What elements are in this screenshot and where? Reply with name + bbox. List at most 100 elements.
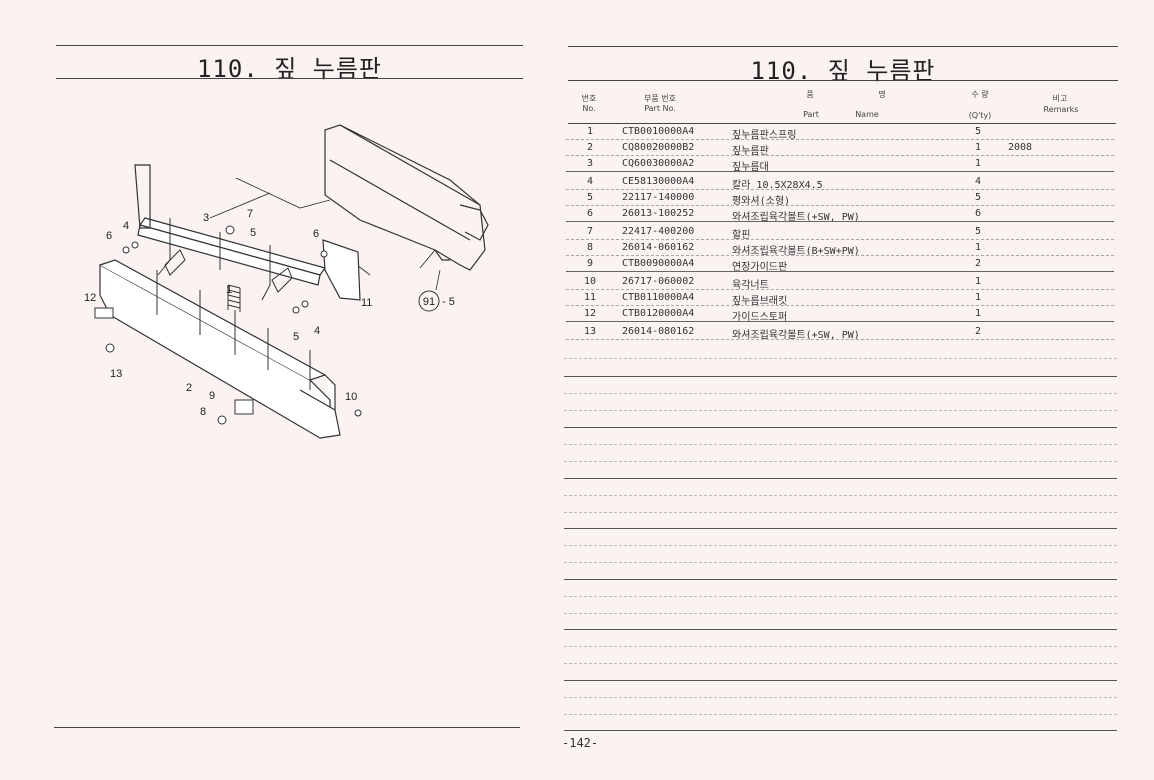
spring [227,284,241,312]
row-name: 와셔조립육각볼트(B+SW+PW) [732,246,860,257]
row-name: 육각너트 [732,280,769,291]
row-no: 13 [583,326,597,337]
row-name: 칼라 10.5X28X4.5 [732,180,823,191]
table-row: 8 26014-060162 와셔조립육각볼트(B+SW+PW) 1 [560,240,1154,257]
header-remarks-ko: 비고 [1052,94,1068,103]
label-10: 10 [345,391,357,403]
exploded-parts-diagram: 91 - 5 1 2 3 4 5 6 7 8 9 10 11 12 13 4 5… [84,124,489,439]
lower-bar [99,259,341,439]
row-qty: 5 [974,226,982,237]
row-no: 1 [586,126,594,137]
row-name: 연장가이드판 [732,262,788,273]
table-row: 1 CTB0010000A4 짚누름판스프링 5 [560,124,1154,141]
row-name: 할핀 [732,230,751,241]
label-1: 1 [226,284,232,296]
title-rule-top [568,46,1118,47]
label-11: 11 [361,297,372,309]
row-part-no: 22117-140000 [622,192,695,203]
row-qty: 6 [974,208,982,219]
row-no: 10 [583,276,597,287]
row-qty: 2 [974,326,982,337]
right-page: 110. 짚 누름판 번호 No. 부품 번호 Part No. 품 명 Par… [560,0,1154,780]
row-qty: 1 [974,242,982,253]
label-6b: 6 [313,228,319,240]
upper-bar [134,164,361,301]
row-no: 11 [583,292,597,303]
table-row: 11 CTB0110000A4 짚누름브래킷 1 [560,290,1154,307]
rear-plate-outline [324,124,489,271]
row-remarks: 2008 [1008,142,1033,153]
row-part-no: 26013-100252 [622,208,695,219]
header-name-en-1: Part [803,110,819,119]
table-row: 4 CE58130000A4 칼라 10.5X28X4.5 4 [560,174,1154,191]
svg-text:91: 91 [423,296,435,308]
row-no: 12 [583,308,597,319]
table-row: 12 CTB0120000A4 가이드스토퍼 1 [560,306,1154,323]
header-no-ko: 번호 [581,94,597,103]
row-name: 짚누름브래킷 [732,296,788,307]
row-no: 8 [586,242,594,253]
row-part-no: CE58130000A4 [622,176,695,187]
label-8: 8 [200,406,206,418]
header-remarks-en: Remarks [1043,105,1079,114]
row-name: 짚누름판 [732,146,769,157]
svg-text:- 5: - 5 [442,296,455,308]
left-page: 110. 짚 누름판 [0,0,560,780]
row-qty: 1 [974,158,982,169]
row-name: 평와셔(소형) [732,196,791,207]
row-name: 짚누름판스프링 [732,130,797,141]
row-part-no: 22417-400200 [622,226,695,237]
header-no-en: No. [582,104,596,113]
row-part-no: CTB0110000A4 [622,292,695,303]
part-labels: 1 2 3 4 5 6 7 8 9 10 11 12 13 4 5 6 [84,208,372,418]
header-qty-en: (Q'ty) [968,111,992,120]
row-qty: 1 [974,276,982,287]
table-row: 2 CQ80020000B2 짚누름판 1 2008 [560,140,1154,157]
label-3: 3 [203,212,209,224]
row-no: 7 [586,226,594,237]
header-qty-ko: 수 량 [971,90,989,99]
row-name: 가이드스토퍼 [732,312,788,323]
label-2: 2 [186,382,192,394]
label-4b: 4 [314,325,320,337]
label-4: 4 [123,220,129,232]
header-name-ko-1: 품 [806,90,814,99]
row-qty: 2 [974,258,982,269]
label-9: 9 [209,390,215,402]
table-row: 13 26014-080162 와셔조립육각볼트(+SW, PW) 2 [560,324,1154,341]
row-part-no: 26014-060162 [622,242,695,253]
row-part-no: CTB0010000A4 [622,126,695,137]
row-qty: 1 [974,308,982,319]
row-qty: 1 [974,292,982,303]
row-no: 3 [586,158,594,169]
row-qty: 5 [974,126,982,137]
label-12: 12 [84,292,96,304]
label-13: 13 [110,368,122,380]
title-rule-bottom [568,80,1118,81]
label-5b: 5 [293,331,299,343]
row-part-no: CTB0090000A4 [622,258,695,269]
header-name-en-2: Name [855,110,879,119]
reference-callout: 91 - 5 [418,269,455,312]
row-no: 9 [586,258,594,269]
row-no: 2 [586,142,594,153]
row-no: 6 [586,208,594,219]
header-partno-ko: 부품 번호 [644,94,676,103]
header-rule [568,123,1116,124]
row-no: 4 [586,176,594,187]
page-number: -142- [562,736,599,750]
label-6: 6 [106,230,112,242]
row-part-no: CQ80020000B2 [622,142,695,153]
table-row: 9 CTB0090000A4 연장가이드판 2 [560,256,1154,273]
row-no: 5 [586,192,594,203]
table-row: 3 CQ60030000A2 짚누름대 1 [560,156,1154,173]
header-name-ko-2: 명 [878,90,886,99]
row-part-no: CQ60030000A2 [622,158,695,169]
table-row: 6 26013-100252 와셔조립육각볼트(+SW, PW) 6 [560,206,1154,223]
table-row: 5 22117-140000 평와셔(소형) 5 [560,190,1154,207]
row-name: 와셔조립육각볼트(+SW, PW) [732,330,860,341]
label-5: 5 [250,227,256,239]
row-name: 와셔조립육각볼트(+SW, PW) [732,212,860,223]
label-7: 7 [247,208,253,220]
header-partno-en: Part No. [644,104,676,113]
